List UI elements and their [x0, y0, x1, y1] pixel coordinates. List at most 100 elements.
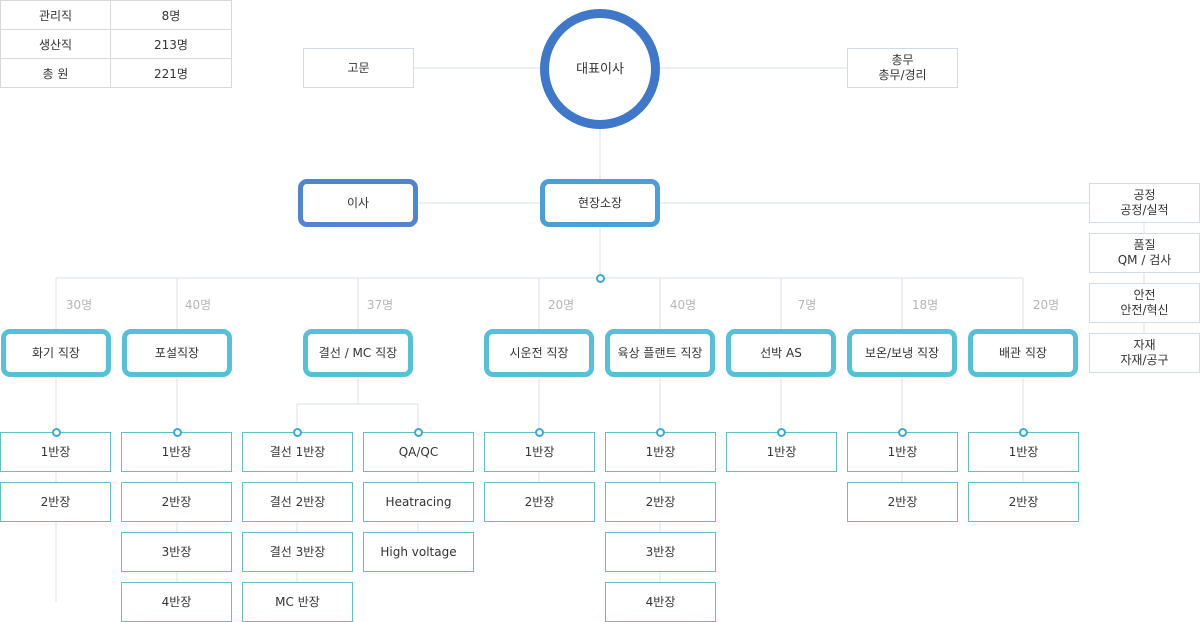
dept-count: 20명 — [547, 298, 575, 312]
connector-dot — [777, 428, 786, 437]
team-box: 2반장 — [0, 482, 111, 522]
dept-box-commissioning: 시운전 직장 — [484, 329, 594, 377]
team-box: 결선 3반장 — [242, 532, 353, 572]
team-box: 1반장 — [121, 432, 232, 472]
dept-count: 18명 — [911, 298, 939, 312]
support-title: 공정 — [1133, 188, 1156, 202]
junction-dot — [596, 274, 605, 283]
team-box: 2반장 — [605, 482, 716, 522]
dept-label: 화기 직장 — [32, 345, 80, 360]
team-label: 결선 3반장 — [269, 544, 326, 559]
dept-label: 결선 / MC 직장 — [318, 345, 398, 360]
team-label: 1반장 — [645, 444, 676, 459]
stats-row: 관리직 8명 — [0, 0, 232, 30]
connector-dot — [1019, 428, 1028, 437]
team-label: 1반장 — [524, 444, 555, 459]
team-label: 2반장 — [40, 494, 71, 509]
team-label: Heatracing — [385, 494, 452, 509]
team-label: 결선 2반장 — [269, 494, 326, 509]
team-box: 1반장 — [968, 432, 1079, 472]
ceo-circle: 대표이사 — [540, 9, 660, 129]
connector-dot — [293, 428, 302, 437]
team-box: 1반장 — [847, 432, 958, 472]
team-label: 1반장 — [161, 444, 192, 459]
director-label: 이사 — [346, 195, 370, 210]
dept-box-onshore-plant: 육상 플랜트 직장 — [605, 329, 715, 377]
team-label: 2반장 — [161, 494, 192, 509]
team-box: 2반장 — [121, 482, 232, 522]
team-label: 3반장 — [161, 544, 192, 559]
team-label: 2반장 — [645, 494, 676, 509]
team-box: High voltage — [363, 532, 474, 572]
support-sub: QM / 검사 — [1117, 253, 1172, 267]
general-affairs-box: 총무 총무/경리 — [847, 48, 958, 88]
stats-value: 213명 — [110, 29, 232, 59]
support-box-quality: 품질 QM / 검사 — [1089, 233, 1200, 273]
dept-label: 육상 플랜트 직장 — [617, 345, 703, 360]
team-label: 2반장 — [887, 494, 918, 509]
team-label: 1반장 — [766, 444, 797, 459]
team-box: 4반장 — [605, 582, 716, 622]
support-sub: 공정/실적 — [1120, 203, 1169, 217]
support-box-safety: 안전 안전/혁신 — [1089, 283, 1200, 323]
team-label: 2반장 — [524, 494, 555, 509]
support-title: 자재 — [1133, 338, 1156, 352]
team-box: 결선 1반장 — [242, 432, 353, 472]
dept-count: 30명 — [65, 298, 93, 312]
stats-label: 생산직 — [0, 29, 111, 59]
general-affairs-sub: 총무/경리 — [878, 68, 927, 82]
dept-count: 7명 — [797, 298, 817, 312]
stats-row: 생산직 213명 — [0, 29, 232, 59]
dept-box-piping: 배관 직장 — [968, 329, 1078, 377]
support-title: 안전 — [1133, 288, 1156, 302]
team-box: 1반장 — [484, 432, 595, 472]
team-box: 4반장 — [121, 582, 232, 622]
dept-count: 37명 — [366, 298, 394, 312]
director-box: 이사 — [298, 179, 418, 227]
stats-value: 221명 — [110, 58, 232, 88]
team-box: MC 반장 — [242, 582, 353, 622]
stats-label: 관리직 — [0, 0, 111, 30]
connector-dot — [414, 428, 423, 437]
team-label: 결선 1반장 — [269, 444, 326, 459]
dept-box-fire: 화기 직장 — [1, 329, 111, 377]
support-sub: 자재/공구 — [1120, 353, 1169, 367]
team-box: 1반장 — [726, 432, 837, 472]
dept-label: 시운전 직장 — [509, 345, 569, 360]
team-label: 1반장 — [40, 444, 71, 459]
team-box: 결선 2반장 — [242, 482, 353, 522]
team-label: QA/QC — [398, 444, 439, 459]
stats-label: 총 원 — [0, 58, 111, 88]
connector-dot — [535, 428, 544, 437]
team-label: 1반장 — [887, 444, 918, 459]
team-label: 2반장 — [1008, 494, 1039, 509]
dept-count: 40명 — [669, 298, 697, 312]
team-label: High voltage — [380, 544, 457, 559]
team-box: 2반장 — [484, 482, 595, 522]
team-box: 1반장 — [0, 432, 111, 472]
dept-box-cable: 포설직장 — [122, 329, 232, 377]
stats-value: 8명 — [110, 0, 232, 30]
dept-label: 선박 AS — [760, 345, 802, 360]
team-box: 2반장 — [968, 482, 1079, 522]
advisor-label: 고문 — [347, 60, 370, 75]
dept-box-ship-as: 선박 AS — [726, 329, 836, 377]
team-label: 1반장 — [1008, 444, 1039, 459]
dept-label: 배관 직장 — [999, 345, 1047, 360]
advisor-box: 고문 — [303, 48, 414, 88]
staff-stats-table: 관리직 8명 생산직 213명 총 원 221명 — [0, 0, 232, 88]
team-box: QA/QC — [363, 432, 474, 472]
team-box: 3반장 — [605, 532, 716, 572]
team-label: MC 반장 — [275, 594, 320, 609]
connector-dot — [656, 428, 665, 437]
team-box: 1반장 — [605, 432, 716, 472]
support-box-material: 자재 자재/공구 — [1089, 333, 1200, 373]
team-box: 3반장 — [121, 532, 232, 572]
ceo-label: 대표이사 — [576, 61, 624, 77]
support-box-process: 공정 공정/실적 — [1089, 183, 1200, 223]
dept-label: 보온/보냉 직장 — [864, 345, 940, 360]
connector-dot — [52, 428, 61, 437]
dept-box-connection-mc: 결선 / MC 직장 — [303, 329, 413, 377]
dept-count: 40명 — [184, 298, 212, 312]
dept-count: 20명 — [1032, 298, 1060, 312]
